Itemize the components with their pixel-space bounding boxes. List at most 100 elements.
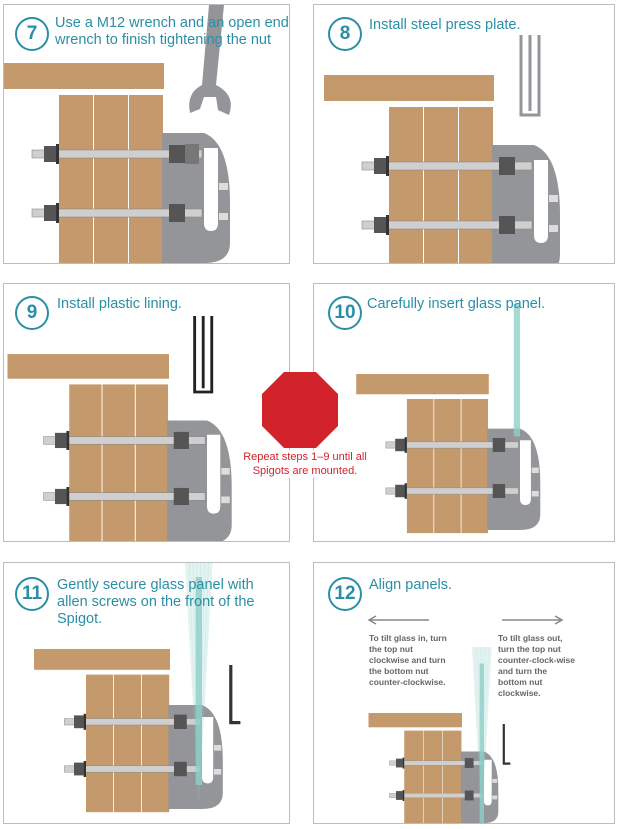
spigot-screw — [214, 769, 222, 775]
stop-sign-icon — [262, 372, 338, 448]
step-11-illustration — [34, 563, 241, 813]
washer — [386, 156, 389, 176]
nut — [74, 715, 84, 729]
step-number: 12 — [328, 577, 362, 611]
washer — [83, 713, 86, 730]
arrow-left-icon — [367, 615, 429, 625]
wrench-icon — [189, 5, 231, 115]
nut — [464, 790, 474, 801]
step-10-illustration — [356, 303, 541, 534]
post-board — [114, 674, 142, 813]
nut — [492, 437, 506, 452]
nut — [395, 438, 405, 452]
step-9-illustration — [7, 315, 232, 541]
nut — [74, 762, 84, 776]
post-board — [129, 95, 163, 263]
spigot-screw — [549, 225, 558, 232]
spigot-screw — [219, 183, 228, 190]
step-7-panel: 7 Use a M12 wrench and an open end wrenc… — [3, 4, 290, 264]
spigot-screw — [221, 496, 230, 504]
top-beam — [34, 649, 170, 670]
step-number: 8 — [328, 17, 362, 51]
washer — [404, 483, 407, 499]
glass-tilt-range — [481, 647, 492, 823]
step-9-panel: 9 Install plastic lining. — [3, 283, 290, 542]
washer — [83, 761, 86, 777]
spigot-assembly — [368, 647, 511, 823]
glass-panel — [479, 663, 484, 823]
step-12-panel: 12 Align panels. To tilt glass in, turn … — [313, 562, 615, 824]
glass-tilt-range — [480, 647, 484, 823]
glass-tilt-range — [477, 647, 482, 823]
top-beam — [356, 374, 489, 395]
tilt-in-note: To tilt glass in, turn the top nut clock… — [369, 633, 447, 687]
step-11-panel: 11 Gently secure glass panel with allen … — [3, 562, 290, 824]
post-board — [423, 730, 443, 823]
nut — [55, 432, 67, 449]
nut — [499, 216, 515, 234]
spigot — [167, 420, 232, 541]
post-board — [404, 730, 423, 823]
post-board — [424, 107, 458, 263]
step-title: Gently secure glass panel with allen scr… — [57, 577, 255, 627]
step-7-illustration — [4, 5, 231, 263]
step-title: Install steel press plate. — [369, 17, 521, 33]
spigot-assembly — [324, 35, 560, 263]
nut — [44, 146, 56, 162]
nut — [464, 758, 474, 768]
top-beam — [368, 713, 462, 728]
step-12-illustration — [367, 615, 564, 823]
post-board — [406, 398, 434, 534]
spigot-screw — [214, 745, 222, 751]
spigot-assembly — [7, 315, 232, 541]
washer — [402, 757, 405, 769]
post-board — [389, 107, 423, 263]
step-title: Install plastic lining. — [57, 296, 182, 312]
step-number: 7 — [15, 17, 49, 51]
top-beam — [4, 63, 164, 89]
nut — [169, 204, 185, 222]
allen-key-icon — [229, 665, 241, 725]
glass-tilt-range — [184, 563, 199, 810]
glass-panel — [513, 303, 520, 437]
allen-key-icon — [502, 724, 511, 765]
post-board — [135, 384, 169, 541]
glass-tilt-range — [188, 563, 199, 810]
spigot-screw — [221, 468, 230, 475]
threaded-rod — [385, 487, 519, 495]
spigot-screw — [492, 779, 498, 783]
step-title: Carefully insert glass panel. — [367, 296, 546, 312]
step-number: 11 — [15, 577, 49, 611]
spigot-screw — [531, 467, 539, 474]
post-board — [459, 107, 493, 263]
nut — [44, 205, 56, 221]
glass-tilt-range — [481, 647, 489, 823]
nut — [499, 157, 515, 175]
post-board — [102, 384, 135, 541]
washer — [66, 487, 70, 506]
nut — [174, 761, 187, 777]
repeat-steps-note: Repeat steps 1–9 until all Spigots are m… — [240, 450, 370, 478]
post-board — [442, 730, 462, 823]
step-8-illustration — [324, 35, 560, 263]
spigot-screw — [492, 795, 498, 800]
post-board — [94, 95, 128, 263]
washer — [404, 437, 407, 453]
tilt-out-note: To tilt glass out, turn the top nut coun… — [498, 633, 575, 698]
spigot-screw — [531, 491, 539, 497]
nut — [55, 488, 67, 505]
glass-tilt-range — [471, 647, 482, 823]
spigot — [162, 133, 230, 263]
washer — [66, 430, 70, 450]
post-board — [69, 384, 102, 541]
threaded-rod — [43, 436, 206, 445]
threaded-rod — [43, 492, 206, 501]
nut — [169, 145, 185, 163]
spigot-screw — [549, 195, 558, 202]
threaded-rod — [361, 220, 533, 230]
nut — [174, 714, 187, 729]
step-number: 9 — [15, 296, 49, 330]
washer — [56, 203, 59, 223]
post-board — [434, 398, 461, 534]
plastic-lining — [193, 315, 214, 394]
